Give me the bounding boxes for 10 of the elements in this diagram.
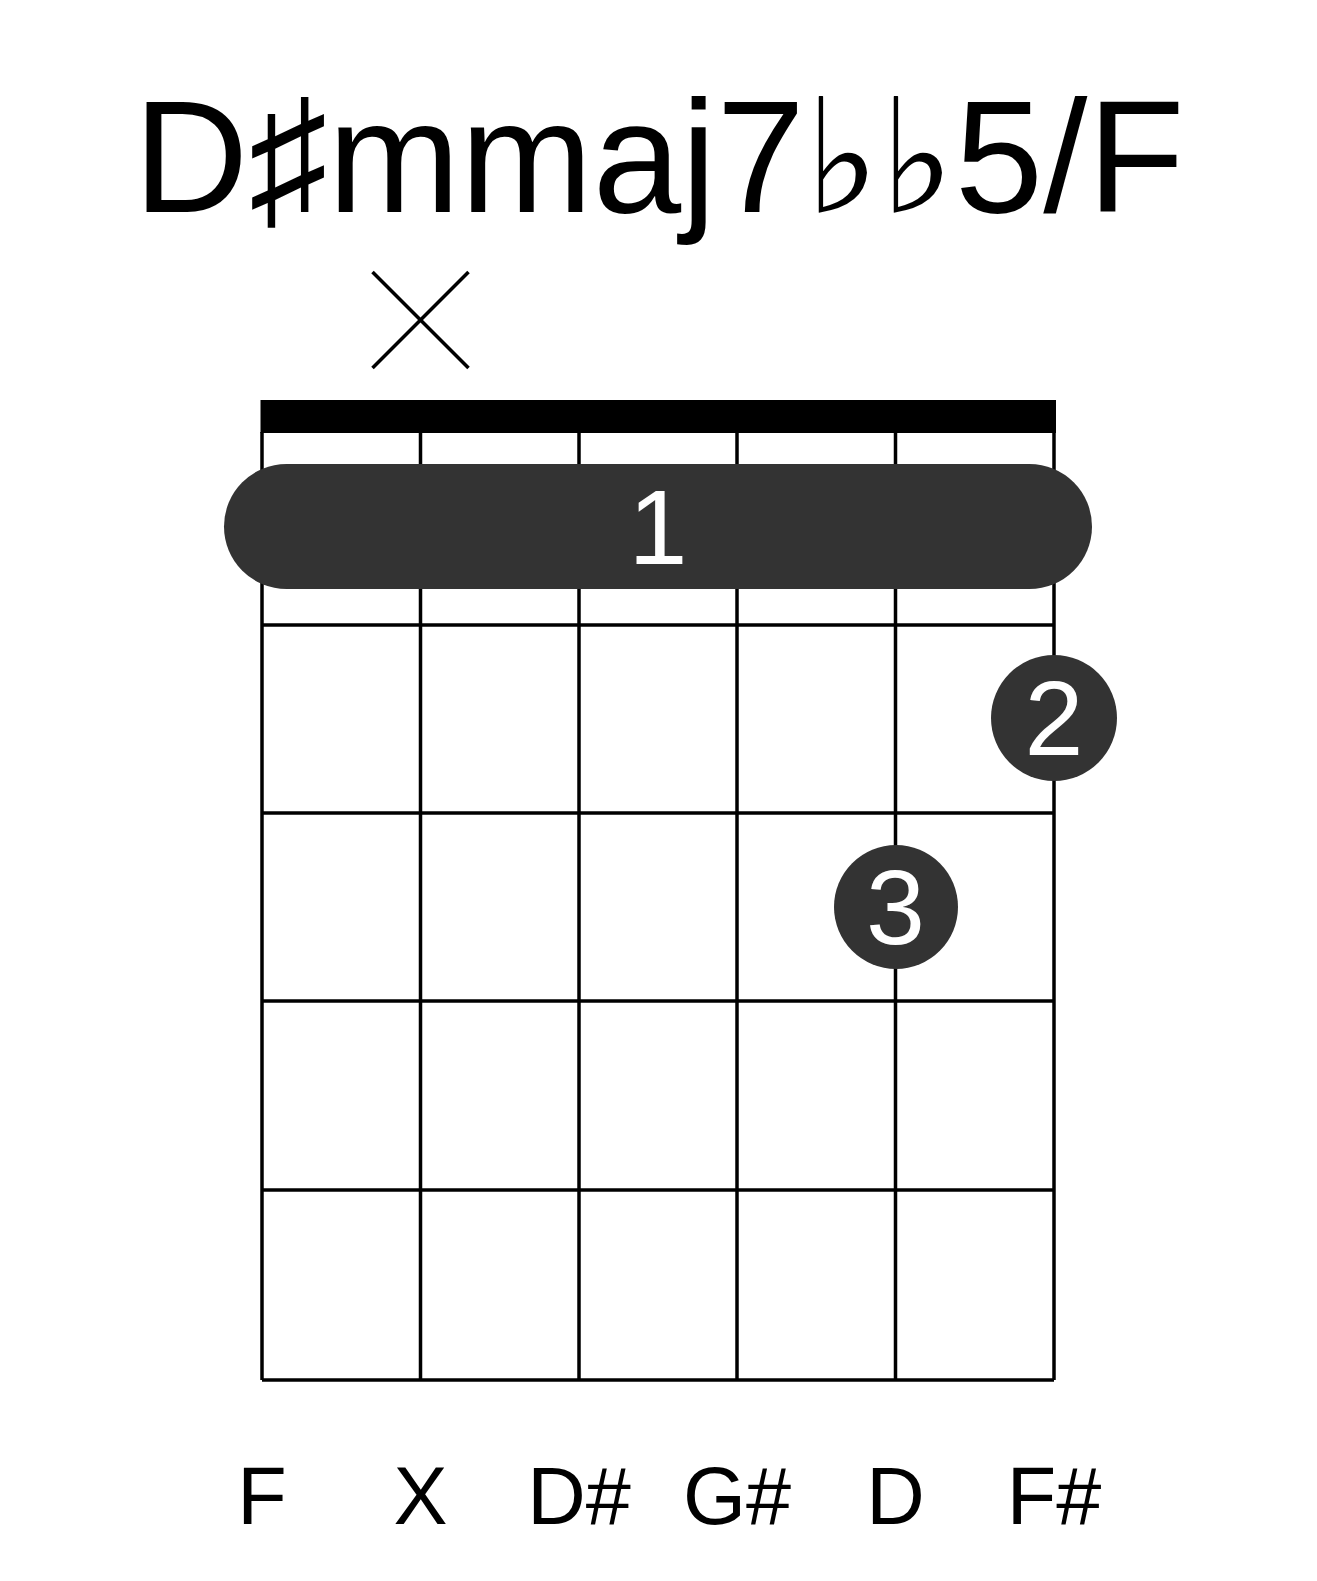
chord-title: D♯mmaj7♭♭5/F xyxy=(132,67,1186,248)
finger-number: 2 xyxy=(1024,665,1084,771)
string-note-label: G# xyxy=(682,1456,792,1537)
finger-number: 1 xyxy=(628,473,688,580)
string-note-label: F xyxy=(237,1456,287,1537)
string-note-label: D# xyxy=(527,1456,631,1537)
string-note-label: F# xyxy=(1006,1456,1102,1537)
string-note-label: X xyxy=(393,1456,448,1537)
finger-number: 3 xyxy=(866,854,925,960)
string-note-label: D xyxy=(866,1456,925,1537)
